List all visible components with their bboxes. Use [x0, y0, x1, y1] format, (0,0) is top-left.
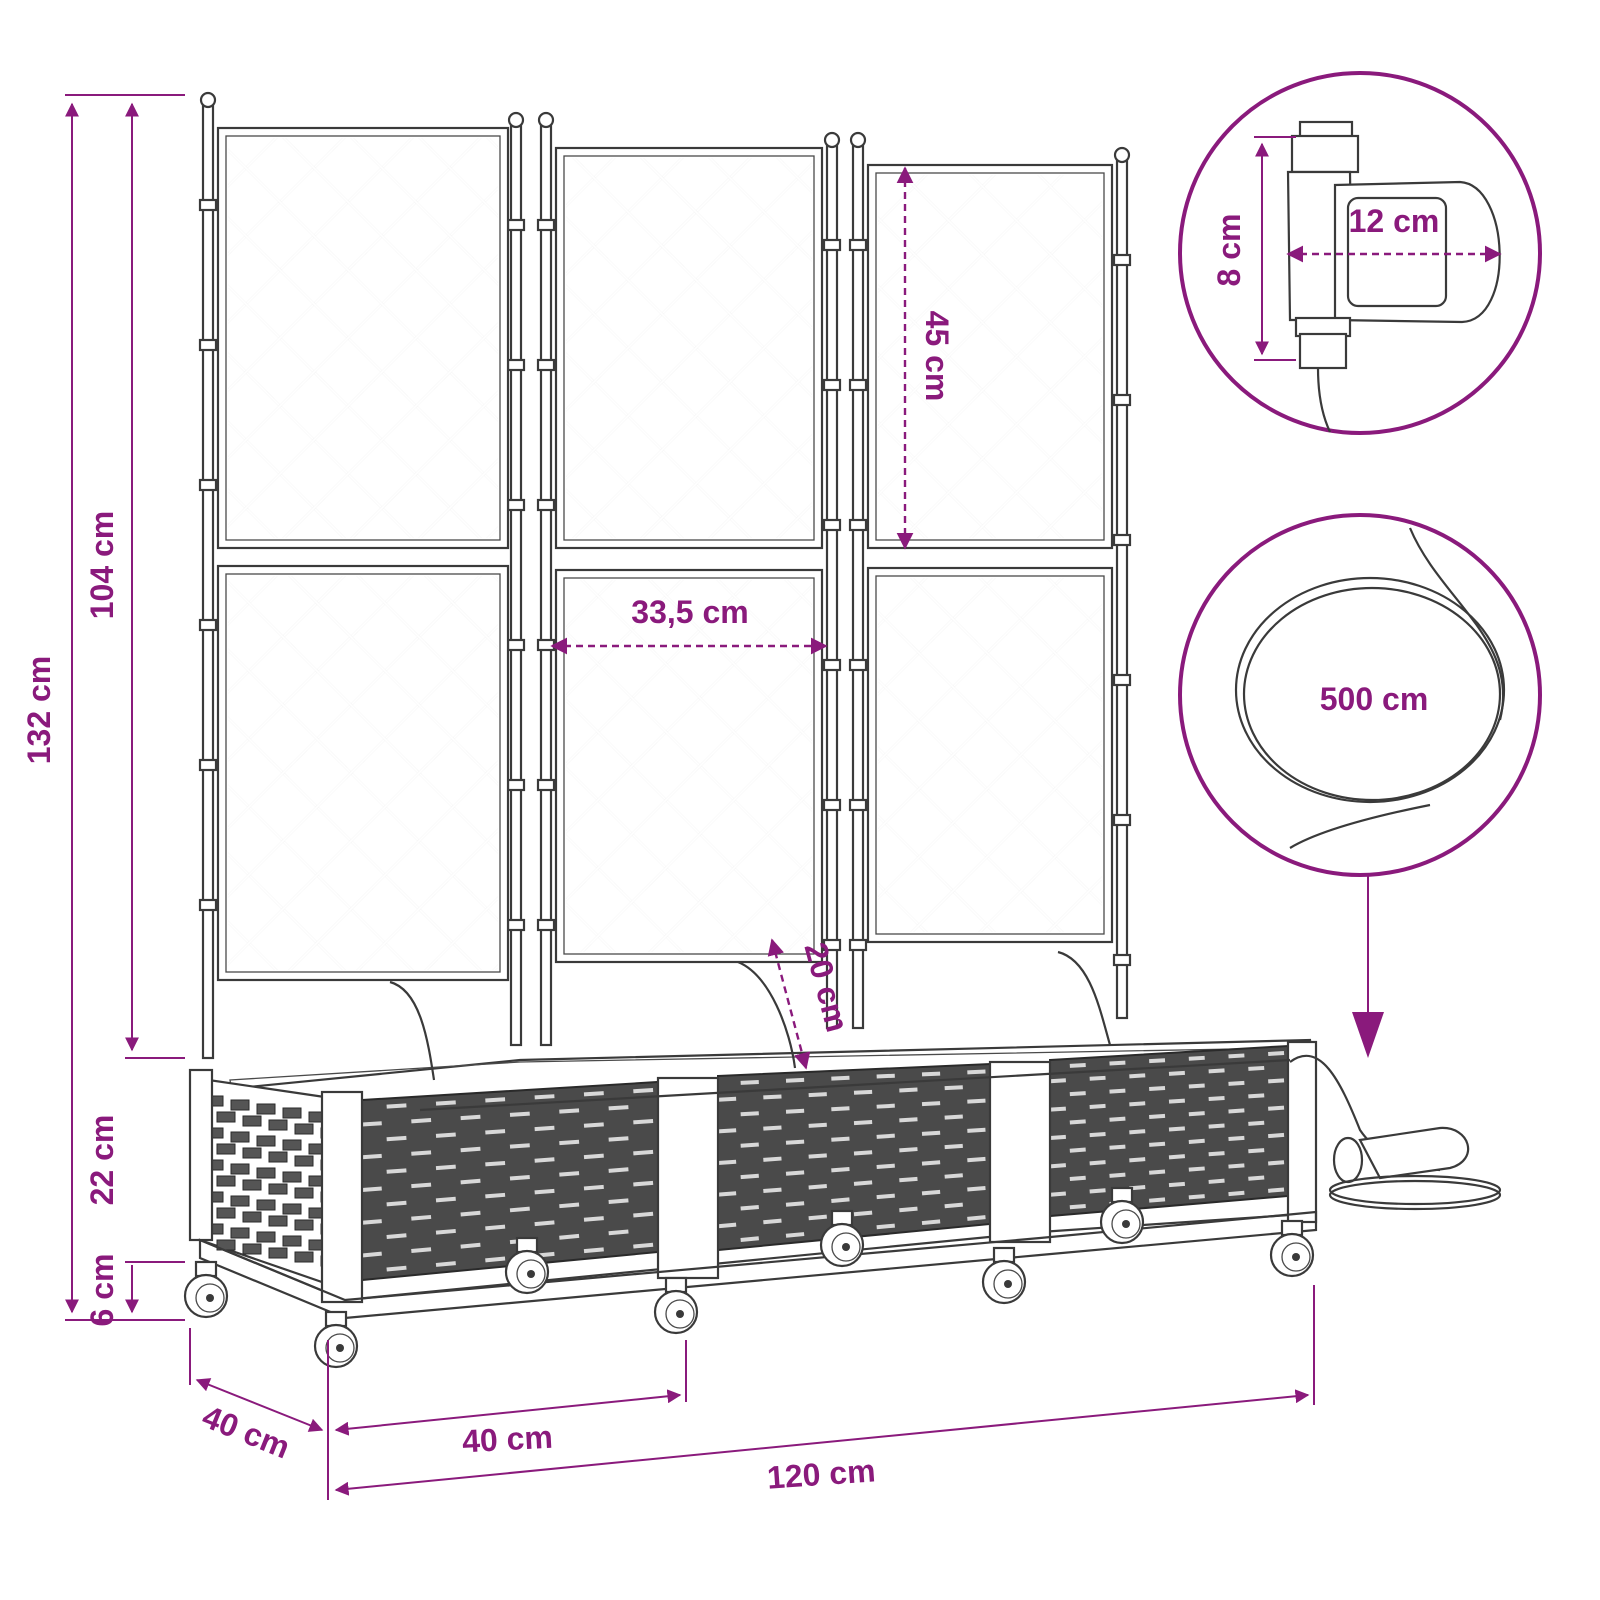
post-clip — [198, 338, 218, 352]
depth-label: 40 cm — [197, 1398, 295, 1465]
trellis-panel — [554, 146, 824, 550]
corner-posts — [188, 1040, 1318, 1304]
post-clip — [848, 518, 868, 532]
wheel — [313, 1310, 359, 1369]
trellis-panel-height-label: 45 cm — [919, 311, 955, 402]
post-clip — [1112, 953, 1132, 967]
total-width-label: 120 cm — [766, 1452, 877, 1495]
trellis-post — [1115, 153, 1129, 1020]
post-clip — [198, 618, 218, 632]
post-clip — [1112, 813, 1132, 827]
post-clip — [536, 918, 556, 932]
trellis-panel — [554, 568, 824, 964]
coiled-hose-icon — [1234, 527, 1506, 849]
timer-width-label: 12 cm — [1349, 203, 1440, 239]
post-cap — [507, 111, 525, 129]
post-clip — [822, 518, 842, 532]
wheel — [653, 1276, 699, 1335]
post-clip — [1112, 673, 1132, 687]
trellis-post — [201, 98, 215, 1060]
trellis-panel — [866, 566, 1114, 944]
down-arrow-icon — [1352, 1012, 1384, 1058]
dimension-lines — [65, 94, 1315, 1500]
post-clip — [198, 898, 218, 912]
wheel — [183, 1260, 229, 1319]
post-cap — [849, 131, 867, 149]
post-clip — [198, 198, 218, 212]
post-clip — [506, 498, 526, 512]
post-clip — [536, 218, 556, 232]
post-clip — [506, 638, 526, 652]
timer-height-label: 8 cm — [1211, 214, 1247, 287]
post-clip — [536, 638, 556, 652]
trellis-post — [509, 118, 523, 1047]
wheel — [1099, 1186, 1145, 1245]
post-clip — [506, 218, 526, 232]
front-weave — [361, 1044, 1289, 1282]
post-cap — [823, 131, 841, 149]
post-clip — [198, 478, 218, 492]
trellis-post — [539, 118, 553, 1047]
trellis-panel — [216, 126, 510, 550]
post-clip — [536, 778, 556, 792]
post-clip — [536, 498, 556, 512]
post-cap — [199, 91, 217, 109]
post-clip — [822, 378, 842, 392]
wheel — [504, 1236, 550, 1295]
post-clip — [848, 378, 868, 392]
wheel — [1269, 1219, 1315, 1278]
post-cap — [537, 111, 555, 129]
total-height-label: 132 cm — [21, 656, 57, 765]
drip-pipe-length-label: 20 cm — [797, 939, 855, 1036]
post-clip — [1112, 253, 1132, 267]
post-clip — [1112, 393, 1132, 407]
post-clip — [822, 238, 842, 252]
section-width-label: 40 cm — [461, 1419, 553, 1460]
trellis-post — [825, 138, 839, 1030]
box-height-label: 22 cm — [84, 1115, 120, 1206]
post-clip — [848, 938, 868, 952]
post-clip — [848, 798, 868, 812]
post-clip — [822, 658, 842, 672]
wheel — [819, 1209, 865, 1268]
trellis-post — [851, 138, 865, 1030]
weave-panel — [361, 1080, 659, 1282]
trellis-panel-width-label: 33,5 cm — [631, 594, 748, 630]
trellis — [198, 91, 1132, 1060]
post-clip — [1112, 533, 1132, 547]
post-clip — [506, 778, 526, 792]
hose-inset: 500 cm — [1178, 513, 1542, 1058]
trellis-height-label: 104 cm — [84, 511, 120, 620]
drip-pipes — [389, 950, 1502, 1211]
wheel — [981, 1246, 1027, 1305]
post-clip — [198, 758, 218, 772]
post-clip — [536, 358, 556, 372]
post-clip — [506, 918, 526, 932]
planter-box — [183, 1038, 1318, 1369]
post-cap — [1113, 146, 1131, 164]
post-clip — [506, 358, 526, 372]
post-clip — [848, 238, 868, 252]
wheel-height-label: 6 cm — [84, 1254, 120, 1327]
hose-length-label: 500 cm — [1320, 681, 1429, 717]
trellis-panel — [216, 564, 510, 982]
caster-wheels — [183, 1186, 1315, 1369]
post-clip — [848, 658, 868, 672]
post-clip — [822, 798, 842, 812]
ground-timer — [1332, 1126, 1470, 1184]
timer-inset: 8 cm 12 cm — [1178, 71, 1542, 435]
post-clip — [822, 938, 842, 952]
